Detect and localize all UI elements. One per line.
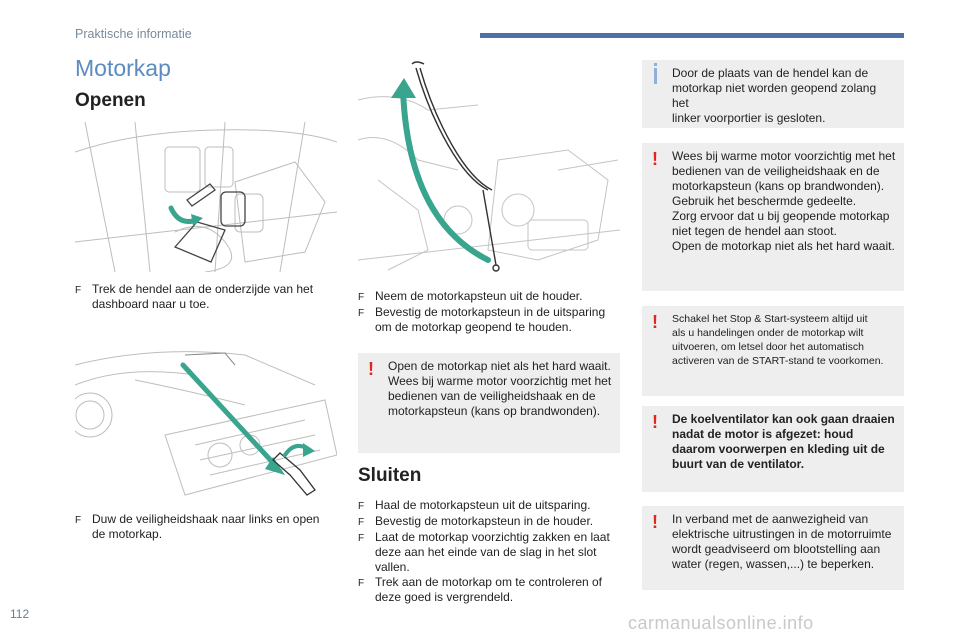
bullet-icon: F bbox=[358, 292, 365, 303]
warning-hot-line2: bedienen van de veiligheidshaak en de bbox=[672, 164, 880, 178]
warning-wind-line4: motorkapsteun (kans op brandwonden). bbox=[388, 404, 601, 418]
closing-step-1: F Haal de motorkapsteun uit de uitsparing… bbox=[358, 498, 620, 514]
warning-box-fan: ! De koelventilator kan ook gaan draaien… bbox=[642, 406, 904, 492]
warning-water-line1: In verband met de aanwezigheid van bbox=[672, 512, 869, 526]
warning-stopstart-line3: uitvoeren, om letsel door het automatisc… bbox=[672, 341, 865, 353]
info-icon bbox=[654, 63, 657, 84]
closing-step-3: F Laat de motorkap voorzichtig zakken en… bbox=[358, 530, 620, 575]
step-fix-rod-line2: om de motorkap geopend te houden. bbox=[375, 320, 572, 334]
closing-step-4: F Trek aan de motorkap om te controleren… bbox=[358, 575, 620, 605]
warning-hot-line6: niet tegen de hendel aan stoot. bbox=[672, 224, 837, 238]
section-title-sluiten: Sluiten bbox=[358, 465, 422, 486]
step-pull-lever-line2: dashboard naar u toe. bbox=[92, 297, 210, 311]
warning-wind-line1: Open de motorkap niet als het hard waait… bbox=[388, 359, 611, 373]
watermark: carmanualsonline.info bbox=[628, 613, 814, 633]
warning-hot-line3: motorkapsteun (kans op brandwonden). bbox=[672, 179, 885, 193]
warning-hot-line5: Zorg ervoor dat u bij geopende motorkap bbox=[672, 209, 890, 223]
warning-fan-line3: daarom voorwerpen en kleding uit de bbox=[672, 442, 885, 456]
bullet-icon: F bbox=[75, 515, 82, 526]
bullet-icon: F bbox=[75, 285, 82, 296]
warning-icon: ! bbox=[652, 412, 658, 432]
header-section-label: Praktische informatie bbox=[75, 27, 192, 41]
page-number: 112 bbox=[10, 607, 30, 621]
step-take-rod: Neem de motorkapsteun uit de houder. bbox=[375, 289, 583, 303]
closing-step-1-text: Haal de motorkapsteun uit de uitsparing. bbox=[375, 498, 591, 512]
header-bar bbox=[480, 33, 904, 38]
warning-stopstart-line1: Schakel het Stop & Start-systeem altijd … bbox=[672, 313, 868, 325]
closing-step-3-line3: vallen. bbox=[375, 560, 410, 574]
step-push-catch-line1: Duw de veiligheidshaak naar links en ope… bbox=[92, 512, 320, 526]
warning-icon: ! bbox=[652, 312, 658, 332]
warning-box-stop-start: ! Schakel het Stop & Start-systeem altij… bbox=[642, 306, 904, 396]
warning-icon: ! bbox=[652, 512, 658, 532]
step-push-catch-line2: de motorkap. bbox=[92, 527, 163, 541]
closing-step-4-line2: deze goed is vergrendeld. bbox=[375, 590, 514, 604]
figure-safety-catch bbox=[75, 345, 337, 505]
bullet-icon: F bbox=[358, 517, 365, 528]
info-door-line3: linker voorportier is gesloten. bbox=[672, 111, 826, 125]
warning-box-water: ! In verband met de aanwezigheid van ele… bbox=[642, 506, 904, 590]
step-pull-lever-line1: Trek de hendel aan de onderzijde van het bbox=[92, 282, 314, 296]
closing-step-3-line2: deze aan het einde van de slag in het sl… bbox=[375, 545, 597, 559]
info-door-line2: motorkap niet worden geopend zolang het bbox=[672, 81, 877, 110]
warning-icon: ! bbox=[368, 359, 374, 379]
closing-step-4-line1: Trek aan de motorkap om te controleren o… bbox=[375, 575, 603, 589]
info-box-door: Door de plaats van de hendel kan de moto… bbox=[642, 60, 904, 128]
warning-box-wind: ! Open de motorkap niet als het hard waa… bbox=[358, 353, 620, 453]
warning-fan-line4: buurt van de ventilator. bbox=[672, 457, 805, 471]
warning-hot-line4: Gebruik het beschermde gedeelte. bbox=[672, 194, 857, 208]
warning-water-line2: elektrische uitrustingen in de motorruim… bbox=[672, 527, 892, 541]
warning-fan-line1: De koelventilator kan ook gaan draaien bbox=[672, 412, 895, 426]
warning-fan-line2: nadat de motor is afgezet: houd bbox=[672, 427, 854, 441]
bullet-icon: F bbox=[358, 501, 365, 512]
bullet-icon: F bbox=[358, 308, 365, 319]
figure-hood-release-lever bbox=[75, 122, 337, 272]
closing-step-3-line1: Laat de motorkap voorzichtig zakken en l… bbox=[375, 530, 610, 544]
warning-box-hot-engine: ! Wees bij warme motor voorzichtig met h… bbox=[642, 143, 904, 291]
figure-hood-release-lever-drawing bbox=[75, 122, 337, 272]
closing-step-2-text: Bevestig de motorkapsteun in de houder. bbox=[375, 514, 594, 528]
warning-icon: ! bbox=[652, 149, 658, 169]
warning-hot-line7: Open de motorkap niet als het hard waait… bbox=[672, 239, 895, 253]
warning-stopstart-line4: activeren van de START-stand te voorkome… bbox=[672, 355, 884, 367]
bullet-icon: F bbox=[358, 578, 365, 589]
page-title: Motorkap bbox=[75, 55, 171, 81]
figure-safety-catch-drawing bbox=[75, 351, 337, 496]
warning-water-line3: wordt geadviseerd om blootstelling aan bbox=[672, 542, 881, 556]
closing-step-2: F Bevestig de motorkapsteun in de houder. bbox=[358, 514, 620, 530]
bullet-icon: F bbox=[358, 533, 365, 544]
section-title-openen: Openen bbox=[75, 90, 146, 111]
figure-engine-bay-drawing bbox=[358, 61, 620, 272]
warning-wind-line3: bedienen van de veiligheidshaak en de bbox=[388, 389, 596, 403]
steps-closing: F Haal de motorkapsteun uit de uitsparing… bbox=[358, 498, 620, 605]
warning-hot-line1: Wees bij warme motor voorzichtig met het bbox=[672, 149, 896, 163]
warning-wind-line2: Wees bij warme motor voorzichtig met het bbox=[388, 374, 612, 388]
step-pull-lever: F Trek de hendel aan de onderzijde van h… bbox=[75, 282, 337, 312]
info-door-line1: Door de plaats van de hendel kan de bbox=[672, 66, 869, 80]
warning-stopstart-line2: als u handelingen onder de motorkap wilt bbox=[672, 327, 864, 339]
figure-engine-bay-support-rod bbox=[358, 60, 620, 280]
step-fix-rod-line1: Bevestig de motorkapsteun in de uitspari… bbox=[375, 305, 606, 319]
step-push-catch: F Duw de veiligheidshaak naar links en o… bbox=[75, 512, 337, 542]
warning-water-line4: water (regen, wassen,...) te beperken. bbox=[672, 557, 875, 571]
